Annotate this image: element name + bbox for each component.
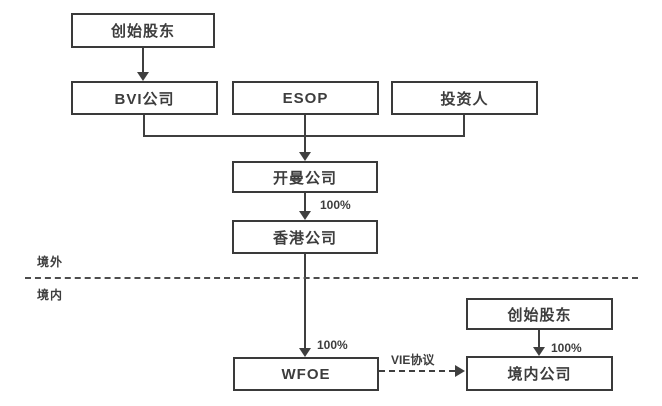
arrow-right-icon	[455, 365, 465, 377]
edge-bus-cayman-line	[304, 115, 306, 153]
node-hongkong: 香港公司	[232, 220, 378, 254]
edge-founder-bvi-line	[142, 48, 144, 73]
arrow-down-icon	[299, 211, 311, 220]
edge-label-hongkong-wfoe: 100%	[317, 338, 348, 352]
node-esop: ESOP	[232, 81, 379, 115]
region-label-onshore: 境内	[37, 288, 64, 302]
arrow-down-icon	[533, 347, 545, 356]
edge-founder-domestic-line	[538, 330, 540, 348]
edge-investor-bus-line	[463, 115, 465, 137]
node-founder-domestic: 创始股东	[466, 298, 613, 330]
node-domestic: 境内公司	[466, 356, 613, 391]
arrow-down-icon	[137, 72, 149, 81]
edge-cayman-hongkong-line	[304, 193, 306, 212]
node-investor: 投资人	[391, 81, 538, 115]
node-founder-offshore: 创始股东	[71, 13, 215, 48]
edge-bvi-bus-line	[143, 115, 145, 137]
offshore-onshore-divider	[25, 277, 638, 279]
arrow-down-icon	[299, 348, 311, 357]
edge-label-cayman-hongkong: 100%	[320, 198, 351, 212]
edge-vie-dashed-line	[379, 370, 455, 372]
edge-label-vie-agreement: VIE协议	[391, 353, 435, 367]
node-wfoe: WFOE	[233, 357, 379, 391]
region-label-offshore: 境外	[37, 255, 64, 269]
node-bvi: BVI公司	[71, 81, 218, 115]
node-cayman: 开曼公司	[232, 161, 378, 193]
arrow-down-icon	[299, 152, 311, 161]
edge-hongkong-wfoe-line	[304, 254, 306, 349]
edge-label-founder-domestic: 100%	[551, 341, 582, 355]
